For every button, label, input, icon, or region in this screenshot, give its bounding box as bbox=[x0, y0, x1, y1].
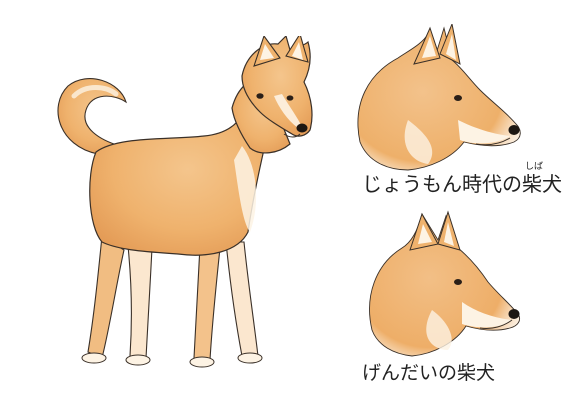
modern-shiba-head-illustration bbox=[369, 210, 521, 357]
jomon-shiba-full-body-illustration bbox=[57, 36, 313, 368]
caption-modern-shiba: げんだいの柴犬 bbox=[362, 362, 496, 384]
jomon-shiba-head-illustration bbox=[357, 24, 521, 171]
shiba-ruby-reading: しば bbox=[525, 162, 544, 172]
caption-jomon-era-shiba: じょうもん時代の柴犬 bbox=[362, 172, 562, 196]
